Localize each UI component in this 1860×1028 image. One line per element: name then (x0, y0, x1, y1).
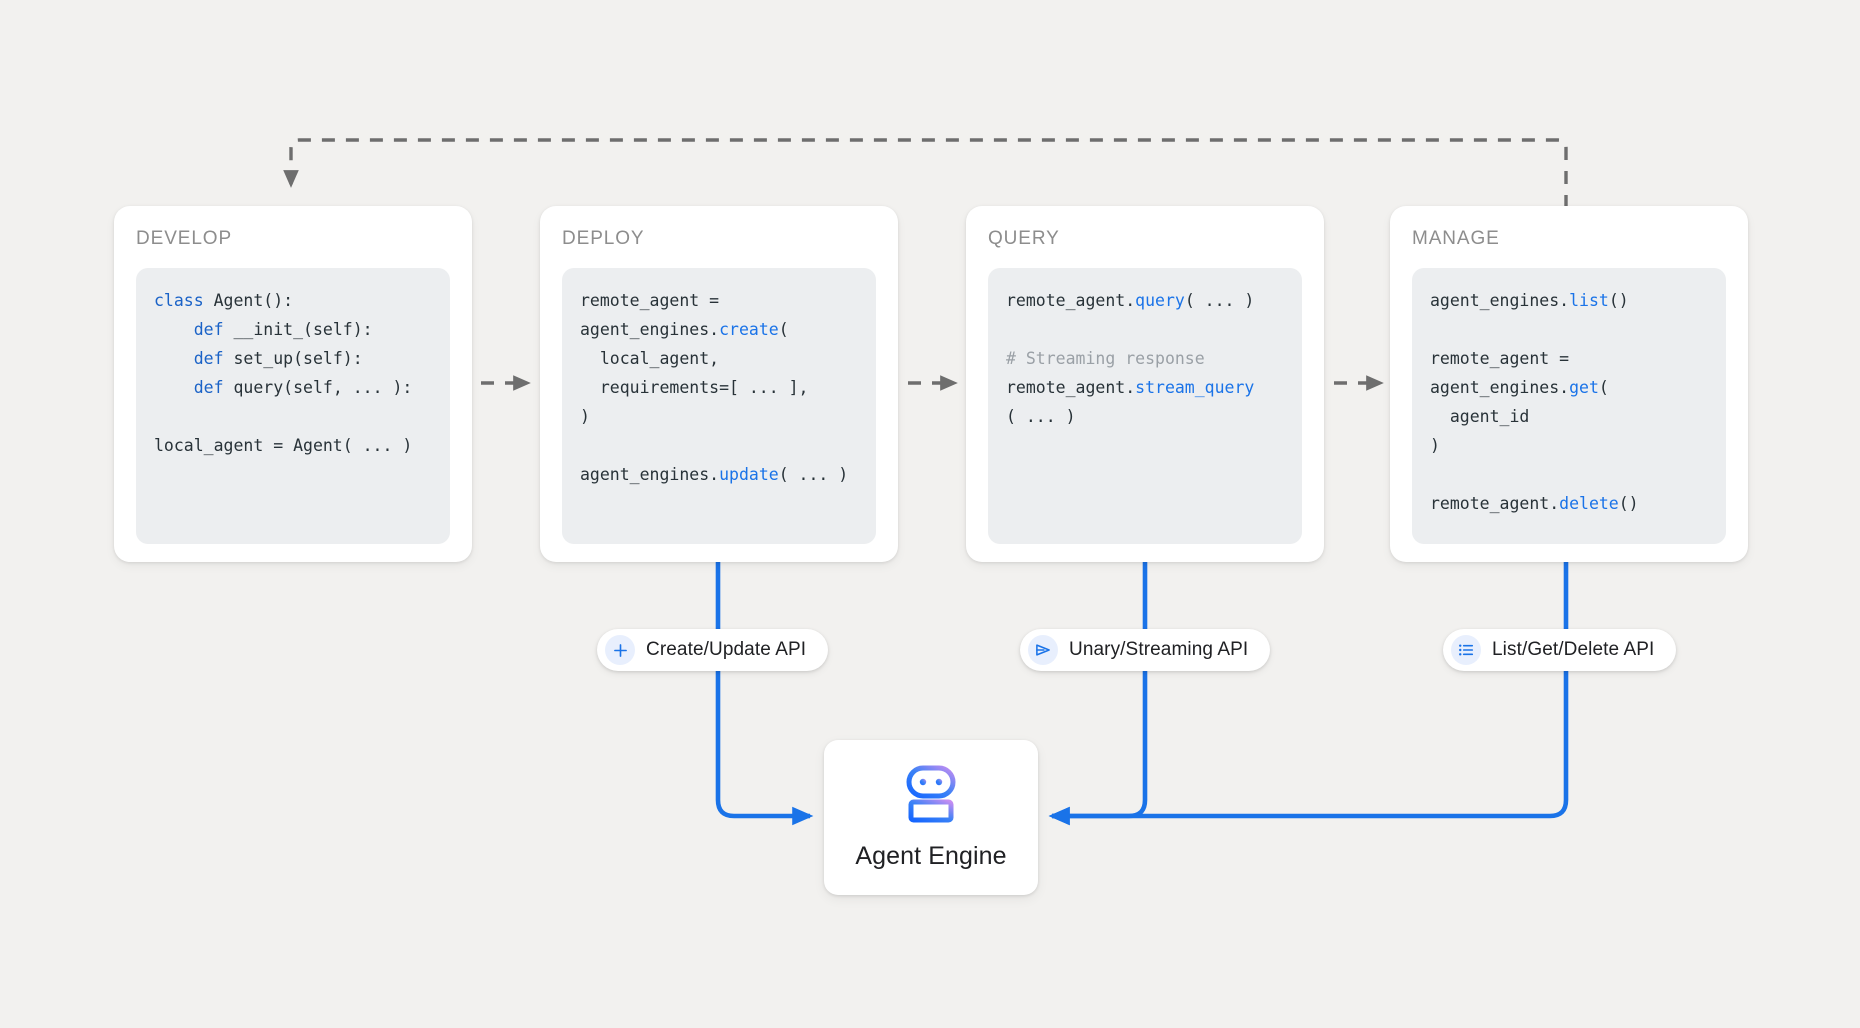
plus-icon (605, 635, 635, 665)
agent-engine-node[interactable]: Agent Engine (824, 740, 1038, 895)
stage-title: DEPLOY (562, 228, 645, 249)
stage-card-develop: DEVELOP class Agent(): def __init_(self)… (114, 206, 472, 562)
stage-card-manage: MANAGE agent_engines.list() remote_agent… (1390, 206, 1748, 562)
stage-card-deploy: DEPLOY remote_agent = agent_engines.crea… (540, 206, 898, 562)
api-pill-label: List/Get/Delete API (1492, 639, 1655, 660)
feedback-dashed-arrow (283, 138, 1568, 208)
stage-title: DEVELOP (136, 228, 233, 249)
send-icon (1028, 635, 1058, 665)
stage-code-block: remote_agent.query( ... ) # Streaming re… (988, 268, 1302, 544)
stage-code-block: agent_engines.list() remote_agent = agen… (1412, 268, 1726, 544)
line-query-to-agent-engine (1048, 562, 1148, 826)
stage-card-query: QUERY remote_agent.query( ... ) # Stream… (966, 206, 1324, 562)
api-pill-label: Unary/Streaming API (1069, 639, 1249, 660)
api-pill-label: Create/Update API (646, 639, 807, 660)
robot-icon (900, 765, 962, 828)
stage-title: MANAGE (1412, 228, 1500, 249)
stage-code-block: class Agent(): def __init_(self): def se… (136, 268, 450, 544)
api-pill-unary-streaming[interactable]: Unary/Streaming API (1020, 629, 1271, 671)
api-pill-create-update[interactable]: Create/Update API (597, 629, 829, 671)
stage-title: QUERY (988, 228, 1060, 249)
stage-code-block: remote_agent = agent_engines.create( loc… (562, 268, 876, 544)
line-manage-to-agent-engine (1048, 562, 1569, 826)
agent-engine-label: Agent Engine (855, 841, 1007, 870)
line-deploy-to-agent-engine (715, 562, 814, 826)
list-icon (1451, 635, 1481, 665)
api-pill-list-get-delete[interactable]: List/Get/Delete API (1443, 629, 1677, 671)
